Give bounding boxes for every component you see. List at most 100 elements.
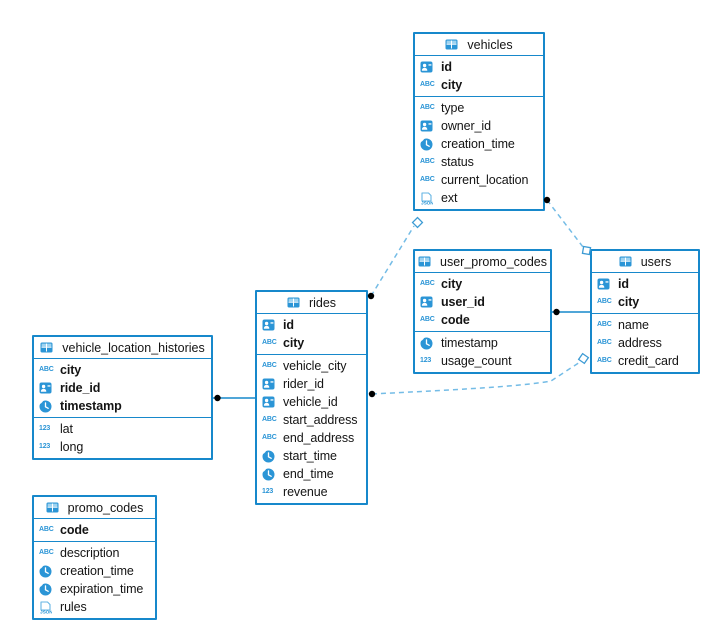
column-row-timestamp: timestamp [415, 334, 550, 352]
column-row-end_time: end_time [257, 465, 366, 483]
relation-line-vehicles-users [546, 199, 584, 248]
column-name: owner_id [441, 119, 491, 133]
table-header[interactable]: vehicle_location_histories [34, 337, 211, 359]
column-row-id: id [257, 316, 366, 334]
column-row-code: ABC code [415, 311, 550, 329]
column-row-city: ABC city [415, 76, 543, 94]
abc-text-type-icon: ABC [420, 104, 435, 111]
abc-text-type-icon: ABC [597, 298, 612, 305]
column-name: type [441, 101, 465, 115]
column-name: lat [60, 422, 73, 436]
column-name: end_address [283, 431, 355, 445]
column-name: user_id [441, 295, 485, 309]
json-type-icon: JSON [39, 600, 56, 614]
column-row-user_id: user_id [415, 293, 550, 311]
id-card-icon [262, 378, 279, 390]
table-header[interactable]: vehicles [415, 34, 543, 56]
clock-time-type-icon [262, 467, 279, 481]
column-row-status: ABC status [415, 153, 543, 171]
column-name: status [441, 155, 474, 169]
abc-text-type-icon: ABC [39, 549, 54, 556]
column-name: description [60, 546, 120, 560]
columns-section: timestamp 123 usage_count [415, 332, 550, 372]
column-name: usage_count [441, 354, 512, 368]
123-number-type-icon: 123 [420, 357, 432, 364]
abc-text-type-icon: ABC [420, 158, 435, 165]
column-row-revenue: 123 revenue [257, 483, 366, 501]
table-title: users [640, 254, 672, 269]
column-row-owner_id: owner_id [415, 117, 543, 135]
clock-time-type-icon [39, 399, 56, 413]
column-name: timestamp [60, 399, 122, 413]
svg-text:JSON: JSON [40, 609, 52, 614]
column-name: current_location [441, 173, 529, 187]
column-name: rules [60, 600, 87, 614]
table-header[interactable]: promo_codes [34, 497, 155, 519]
column-row-creation_time: creation_time [415, 135, 543, 153]
id-card-icon [597, 278, 614, 290]
abc-text-type-icon: ABC [420, 81, 435, 88]
ref-endpoint-diamond [577, 352, 590, 365]
column-name: code [60, 523, 89, 537]
column-name: code [441, 313, 470, 327]
column-name: timestamp [441, 336, 498, 350]
column-row-rules: JSON rules [34, 598, 155, 616]
table-title: promo_codes [67, 500, 144, 515]
column-row-type: ABC type [415, 99, 543, 117]
column-name: city [441, 78, 463, 92]
id-card-icon [39, 382, 56, 394]
123-number-type-icon: 123 [262, 488, 274, 495]
column-row-end_address: ABC end_address [257, 429, 366, 447]
table-header[interactable]: rides [257, 292, 366, 314]
column-name: id [618, 277, 629, 291]
abc-text-type-icon: ABC [420, 316, 435, 323]
column-name: rider_id [283, 377, 324, 391]
table-header[interactable]: users [592, 251, 698, 273]
abc-text-type-icon: ABC [262, 434, 277, 441]
relation-line-rides-vehicles [370, 225, 415, 297]
fk-endpoint-dot [553, 308, 560, 316]
column-name: name [618, 318, 649, 332]
abc-text-type-icon: ABC [420, 280, 435, 287]
column-name: city [618, 295, 640, 309]
column-name: end_time [283, 467, 334, 481]
column-row-vehicle_id: vehicle_id [257, 393, 366, 411]
column-row-start_time: start_time [257, 447, 366, 465]
column-row-rider_id: rider_id [257, 375, 366, 393]
table-title: vehicles [467, 37, 513, 52]
column-name: long [60, 440, 84, 454]
table-icon [287, 297, 304, 308]
svg-text:JSON: JSON [421, 200, 433, 205]
table-icon [46, 502, 63, 513]
column-name: revenue [283, 485, 328, 499]
column-row-creation_time: creation_time [34, 562, 155, 580]
table-title: rides [308, 295, 337, 310]
table-header[interactable]: user_promo_codes [415, 251, 550, 273]
clock-time-type-icon [39, 564, 56, 578]
